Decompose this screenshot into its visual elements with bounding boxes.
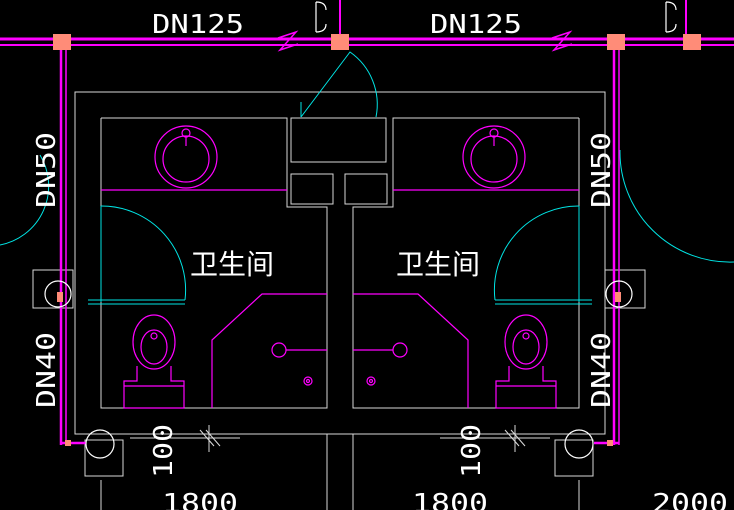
- room-label-right: 卫生间: [396, 248, 480, 281]
- pipe-labels: DN125 DN125 DN50 DN50 DN40 DN40: [32, 10, 617, 408]
- main-pipe-label-left: DN125: [152, 10, 244, 40]
- top-edge-label-stubs: [315, 1, 677, 33]
- offset-label-right: 100: [457, 424, 487, 478]
- z-break-mark-icon: [277, 30, 573, 52]
- shower-tray-right: [353, 293, 469, 408]
- dimension-marker-right: [440, 425, 550, 452]
- toilet-symbol-icon: [123, 314, 185, 409]
- bottom-dim-right: 2000: [652, 489, 728, 510]
- branch-label-right-lower: DN40: [587, 332, 617, 408]
- branch-label-left-upper: DN50: [32, 132, 62, 208]
- floor-drain-symbol-icon: [271, 342, 327, 386]
- toilet-symbol-icon: [495, 314, 557, 409]
- wall-outlines: [32, 91, 646, 510]
- main-pipe-label-right: DN125: [430, 10, 522, 40]
- offset-label-left: 100: [149, 424, 179, 478]
- bottom-dim-left: 1800: [162, 489, 238, 510]
- bottom-dim-mid: 1800: [412, 489, 488, 510]
- washbasin-symbol-icon: [462, 125, 526, 189]
- pipe-network: [0, 0, 734, 445]
- pipe-fittings: [53, 34, 701, 446]
- dimension-labels: 100 100 1800 1800 2000: [149, 424, 728, 510]
- fixtures-right: [353, 125, 579, 409]
- washbasin-symbol-icon: [154, 125, 218, 189]
- branch-label-right-upper: DN50: [587, 132, 617, 208]
- room-labels: 卫生间 卫生间: [190, 248, 480, 281]
- branch-label-left-lower: DN40: [32, 332, 62, 408]
- room-label-left: 卫生间: [190, 248, 274, 281]
- fixtures-left: [101, 125, 327, 409]
- floor-drain-symbol-icon: [353, 342, 408, 386]
- shower-tray-left: [211, 293, 327, 408]
- riser-circle-symbol-icon: [44, 280, 633, 459]
- door-arcs: [0, 51, 734, 305]
- dimension-marker-left: [130, 425, 240, 452]
